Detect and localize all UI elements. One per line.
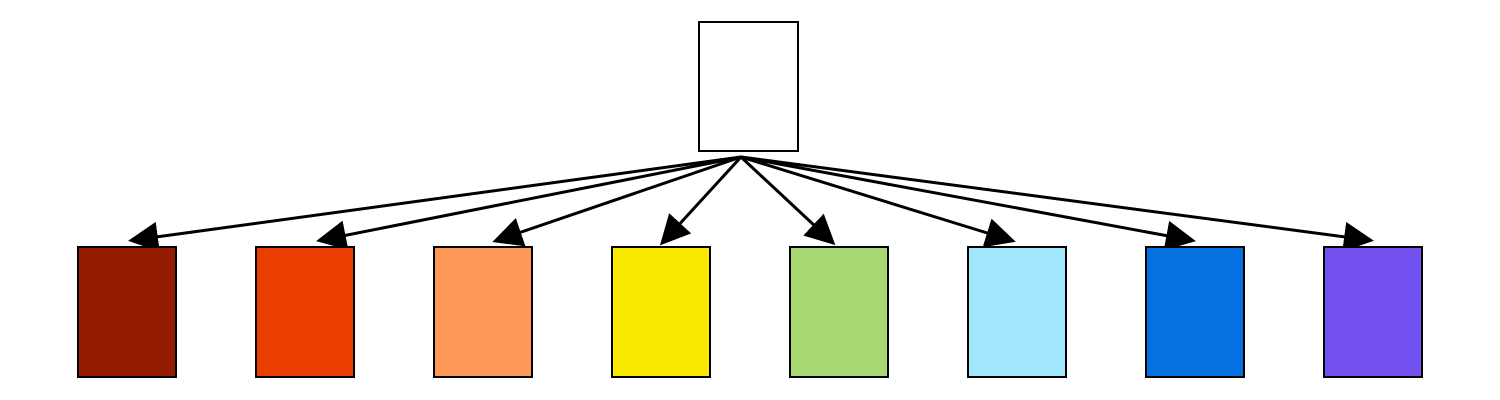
child-node-8 xyxy=(1323,246,1423,378)
child-node-7 xyxy=(1145,246,1245,378)
arrow-to-child-4 xyxy=(659,155,743,246)
arrow-to-child-2 xyxy=(316,155,742,251)
child-node-3 xyxy=(433,246,533,378)
arrow-to-child-6 xyxy=(740,155,1016,248)
arrow-to-child-1 xyxy=(128,155,742,252)
child-node-4 xyxy=(611,246,711,378)
root-node xyxy=(698,21,799,152)
arrow-to-child-3 xyxy=(492,155,742,247)
child-node-1 xyxy=(77,246,177,378)
arrow-to-child-8 xyxy=(740,155,1374,252)
arrow-to-child-5 xyxy=(739,155,836,246)
child-node-2 xyxy=(255,246,355,378)
child-node-5 xyxy=(789,246,889,378)
nodes-group xyxy=(77,21,1423,378)
edges-group xyxy=(128,155,1374,252)
child-node-6 xyxy=(967,246,1067,378)
arrow-to-child-7 xyxy=(740,155,1196,251)
